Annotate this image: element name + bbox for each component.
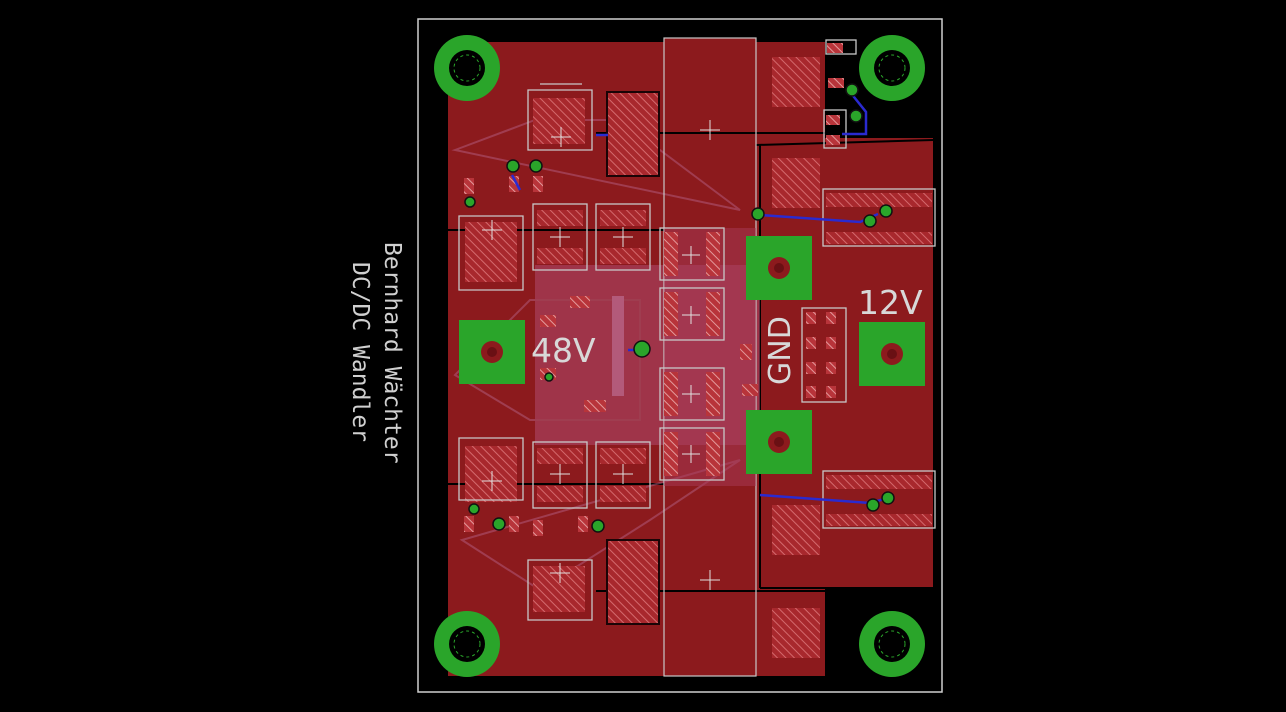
label-12v: 12V [858, 283, 923, 322]
board-outline [417, 18, 943, 693]
pad-48v [459, 320, 525, 384]
mounting-holes [434, 35, 925, 677]
mounting-hole-top-left [434, 35, 500, 101]
pad-12v [859, 322, 925, 386]
label-48v: 48V [531, 331, 596, 370]
origin-markers [482, 120, 720, 590]
label-gnd: GND [763, 316, 798, 385]
mounting-hole-top-right [859, 35, 925, 101]
mounting-hole-bottom-left [434, 611, 500, 677]
mounting-hole-bottom-right [859, 611, 925, 677]
vias [464, 83, 895, 533]
pad-gnd-top [746, 236, 812, 300]
silk-author-text: Bernhard Wächter [379, 242, 405, 464]
silk-title-text: DC/DC Wandler [347, 262, 373, 442]
smd-pads [464, 43, 932, 658]
silkscreen-outlines [458, 39, 936, 621]
pad-gnd-bottom [746, 410, 812, 474]
terminal-pads [459, 236, 925, 474]
